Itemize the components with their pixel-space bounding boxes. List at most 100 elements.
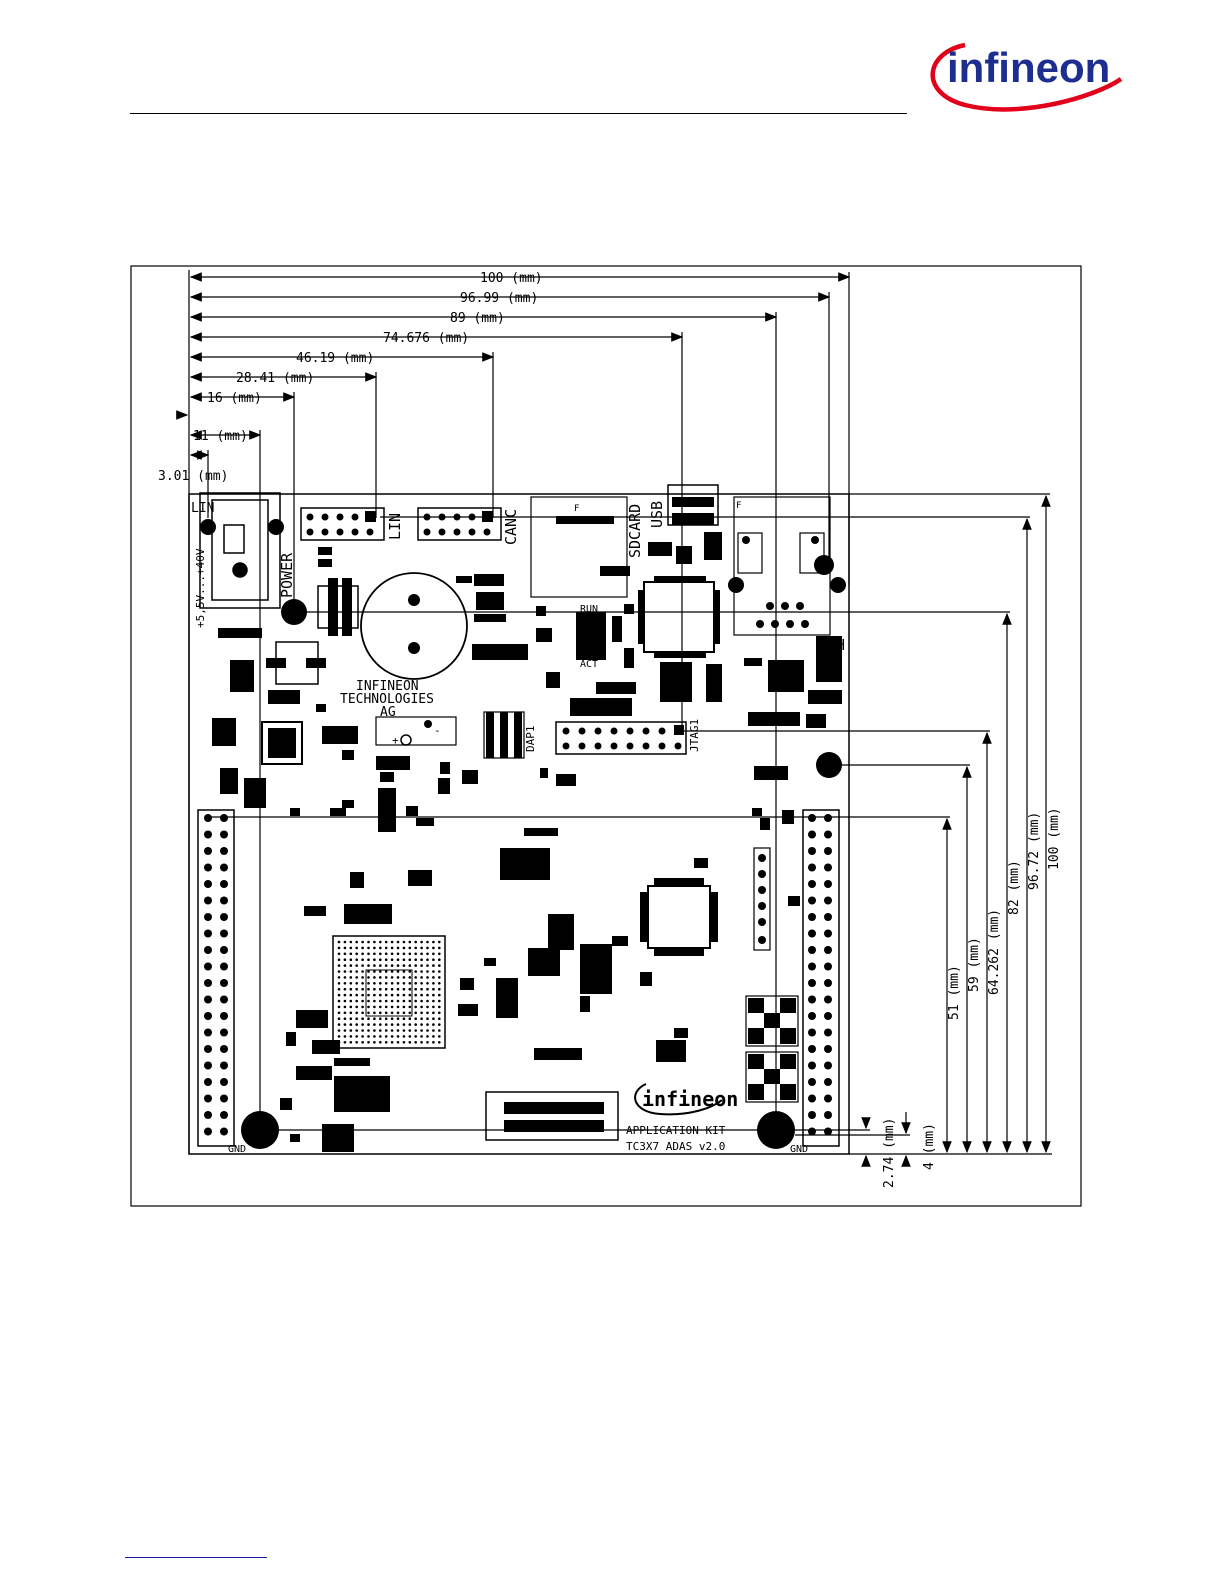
header-pin [204,1012,212,1020]
bga-ball [373,970,376,973]
header-pin [204,814,212,822]
bga-ball [420,993,423,997]
header-pin [220,814,228,822]
label-jtag: JTAG1 [688,719,701,752]
bga-ball [355,1029,359,1032]
dim-label-89mm: 89 (mm) [450,311,505,326]
header-pin [808,1078,816,1086]
board-infineon-logo: infineon [634,1083,738,1116]
header-pin [204,1045,212,1053]
bga-ball [438,999,441,1003]
bga-ball [379,1023,382,1026]
bga-ball [414,976,418,979]
bga-ball [432,1029,435,1032]
ic-chip [261,721,303,765]
bga-ball [396,1029,400,1032]
bga-ball [337,976,341,979]
bga-ball [384,1005,388,1009]
bga-ball [367,1023,370,1026]
bga-ball [355,1041,359,1044]
bga-ball [361,999,364,1003]
bga-ball [367,1017,370,1020]
bga-ball [408,1005,412,1009]
bga-ball [373,946,376,950]
header-pin [220,1045,228,1053]
bga-ball [361,987,364,991]
bga-ball [438,1011,441,1015]
dim-label-51mm: 51 (mm) [947,965,962,1020]
header-pin [204,1111,212,1119]
bga-ball [432,964,435,967]
bga-ball [373,940,376,944]
bga-ball [414,946,418,950]
bga-ball [426,952,429,956]
header-pin [808,1111,816,1119]
dim-label-100mm-right: 100 (mm) [1047,807,1062,870]
bga-ball [420,1023,423,1026]
bga-ball [420,1035,423,1038]
bga-ball [361,970,364,973]
bga-ball [414,952,418,956]
bga-ball [379,1017,382,1020]
label-company-2: TECHNOLOGIES [340,692,434,707]
mounting-hole [830,577,846,593]
infineon-logo: infineon [925,35,1130,120]
bga-ball [414,982,418,985]
bga-ball [432,946,435,950]
dim-label-96-99mm: 96.99 (mm) [460,291,538,306]
bga-ball [432,987,435,991]
label-power: POWER [278,552,296,598]
smd-components-top [290,532,842,832]
header-pin [204,863,212,872]
bga-ball [402,1035,406,1038]
bga-ball [373,999,376,1003]
bga-ball [349,999,353,1003]
bga-ball [384,987,388,991]
header-pin [808,995,816,1004]
bga-ball [414,993,418,997]
bga-ball [432,940,435,944]
bga-ball [426,970,429,973]
bga-ball [402,964,406,967]
bga-ball [414,1011,418,1015]
drawing-frame [130,265,1082,1207]
board-logo-text: infineon [642,1087,738,1111]
bga-ball [408,958,412,961]
bga-ball [414,999,418,1003]
bga-ball [414,970,418,973]
label-f2: F [736,501,741,511]
bga-ball [355,976,359,979]
bga-ball [420,999,423,1003]
bga-ball [408,1029,412,1032]
header-pin [808,1045,816,1053]
bga-ball [373,1035,376,1038]
header-pin [204,913,212,921]
bga-ball [426,946,429,950]
header-pin [808,1061,816,1070]
bga-ball [373,1023,376,1026]
header-pin [220,946,228,954]
bga-ball [432,1023,435,1026]
bga-ball [343,987,347,991]
label-voltage: +5,5V...+40V [194,548,207,628]
bga-ball [414,1017,418,1020]
bga-ball [355,1011,359,1015]
header-pin [824,847,832,855]
bga-ball [396,970,400,973]
bga-ball [349,1017,353,1020]
buzzer [375,716,457,746]
bga-ball [379,1011,382,1015]
bga-ball [349,976,353,979]
smd-components-bottom [280,828,800,1152]
header-pin [824,896,832,905]
bga-ball [402,946,406,950]
bga-ball [373,958,376,961]
bga-ball [438,970,441,973]
label-usb: USB [648,501,666,528]
bga-ball [349,1011,353,1015]
bga-ball [367,999,370,1003]
bga-ball [337,1023,341,1026]
bga-ball [438,946,441,950]
bga-ball [349,958,353,961]
bga-ball [349,946,353,950]
